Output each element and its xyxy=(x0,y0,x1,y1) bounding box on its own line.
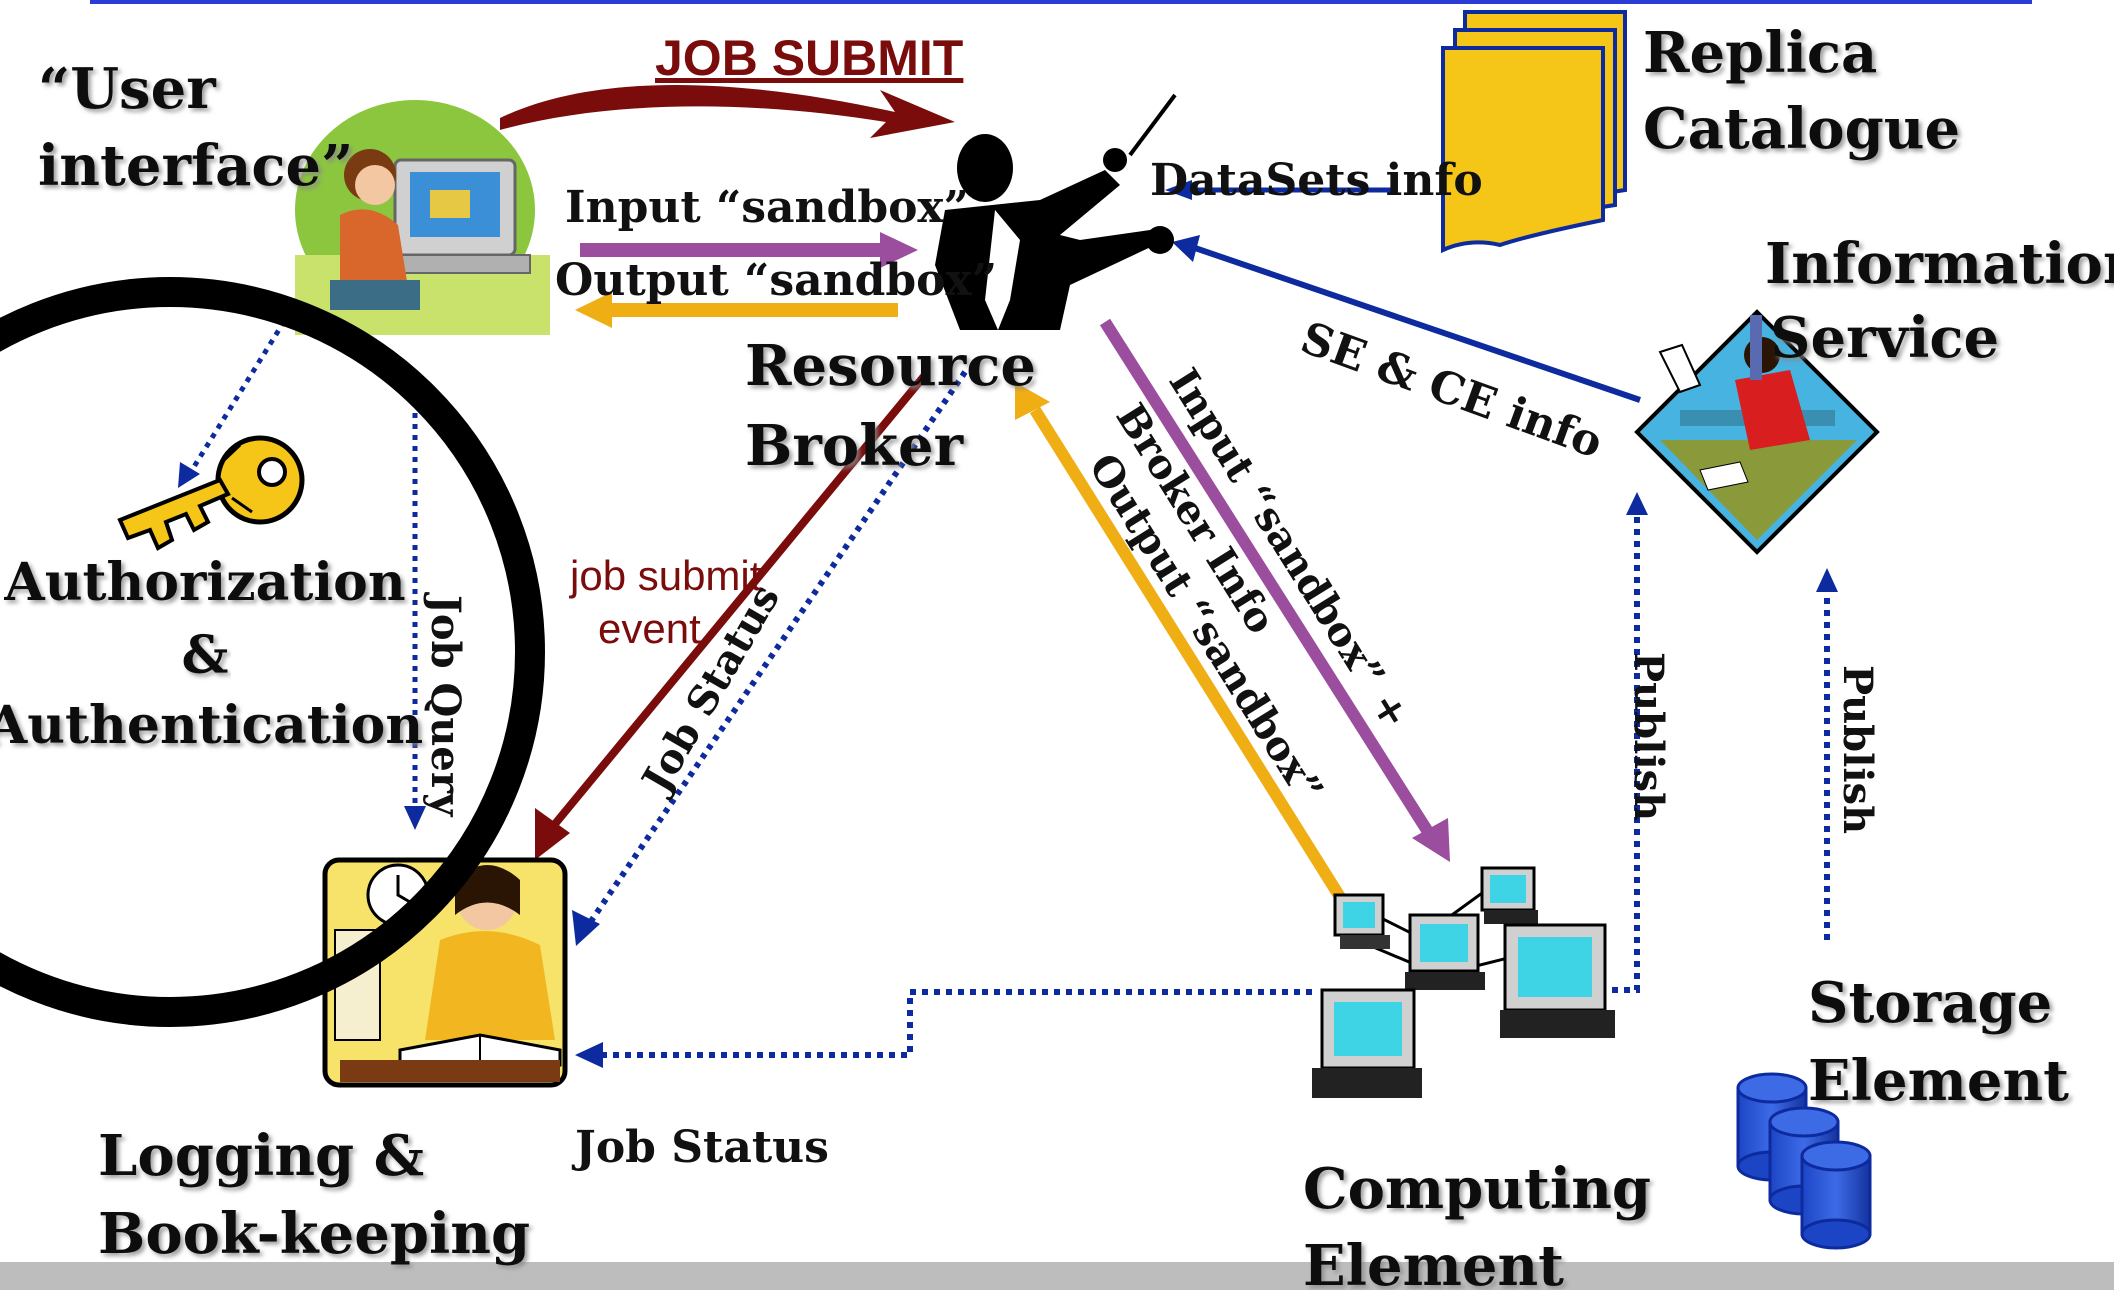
auth-label-1: Authorization xyxy=(3,552,405,613)
storage-element-label-1: Storage xyxy=(1808,970,2052,1036)
ce-publish-arrow xyxy=(1612,510,1640,993)
output-sandbox-ce-arrowhead xyxy=(1015,382,1050,420)
storage-element-label-2: Element xyxy=(1808,1048,2069,1114)
ui-to-auth-head-1 xyxy=(178,462,200,488)
information-service-label-2: Service xyxy=(1770,305,1999,371)
ce-to-logging-arrowhead xyxy=(575,1042,603,1068)
ui-to-auth-dotted xyxy=(189,310,293,472)
ce-publish-arrowhead xyxy=(1626,492,1648,515)
output-sandbox-arrowhead xyxy=(575,292,612,328)
job-query-label: Job Query xyxy=(422,592,469,818)
computing-element-label-1: Computing xyxy=(1303,1156,1651,1222)
resource-broker-label-2: Broker xyxy=(745,413,965,479)
auth-label-2: & xyxy=(182,625,229,686)
se-ce-info-arrowhead xyxy=(1172,235,1200,262)
ce-to-logging-arrow xyxy=(600,989,1312,1058)
job-status-diag-arrowhead xyxy=(572,910,600,946)
job-submit-event-label-2: event xyxy=(598,605,701,652)
publish-label-ce: Publish xyxy=(1625,652,1672,821)
person-at-desk-icon xyxy=(1634,309,1880,555)
database-cylinders-icon xyxy=(1736,1072,1872,1250)
logging-label-1: Logging & xyxy=(98,1123,424,1189)
se-ce-info-arrow xyxy=(1194,245,1641,403)
person-at-computer-icon xyxy=(295,100,550,335)
datasets-info-label: DataSets info xyxy=(1150,155,1483,206)
output-sandbox-ce-arrow xyxy=(1029,406,1351,909)
bottom-bar xyxy=(0,1262,2114,1290)
computing-element-label-2: Element xyxy=(1303,1233,1564,1290)
conductor-icon xyxy=(935,93,1177,330)
input-sandbox-arrowhead xyxy=(880,232,918,268)
highlight-circle xyxy=(0,277,545,1027)
document-stack-icon xyxy=(1441,10,1627,254)
logging-label-2: Book-keeping xyxy=(98,1201,530,1267)
publish-label-se: Publish xyxy=(1834,665,1881,834)
resource-broker-label-1: Resource xyxy=(745,333,1036,399)
datasets-info-arrowhead xyxy=(1165,180,1192,200)
person-reading-icon xyxy=(322,857,568,1088)
job-submit-arrow xyxy=(500,84,955,138)
information-service-label-1: Information xyxy=(1765,231,2114,297)
networked-computers-icon xyxy=(1312,866,1615,1098)
job-status-bottom-label: Job Status xyxy=(571,1122,829,1173)
user-interface-label-1: “User xyxy=(38,56,217,122)
job-submit-event-arrowhead xyxy=(535,808,570,860)
job-submit-event-arrow xyxy=(546,372,929,833)
auth-label-3: Authentication xyxy=(0,695,423,756)
input-sandbox-ce-arrow xyxy=(1099,318,1436,839)
job-status-diag-arrow xyxy=(582,370,968,932)
replica-catalogue-label-1: Replica xyxy=(1643,20,1877,86)
job-submit-event-label-1: job submit xyxy=(568,552,762,599)
output-sandbox-label: Output “sandbox” xyxy=(555,255,997,306)
replica-catalogue-label-2: Catalogue xyxy=(1643,96,1960,162)
se-publish-arrowhead xyxy=(1816,568,1838,592)
job-query-arrowhead xyxy=(404,806,426,830)
input-sandbox-ce-arrowhead xyxy=(1412,818,1450,862)
job-submit-label: JOB SUBMIT xyxy=(655,30,963,86)
key-icon xyxy=(117,435,305,551)
input-sandbox-label: Input “sandbox” xyxy=(565,182,969,233)
user-interface-label-2: interface” xyxy=(38,133,353,199)
